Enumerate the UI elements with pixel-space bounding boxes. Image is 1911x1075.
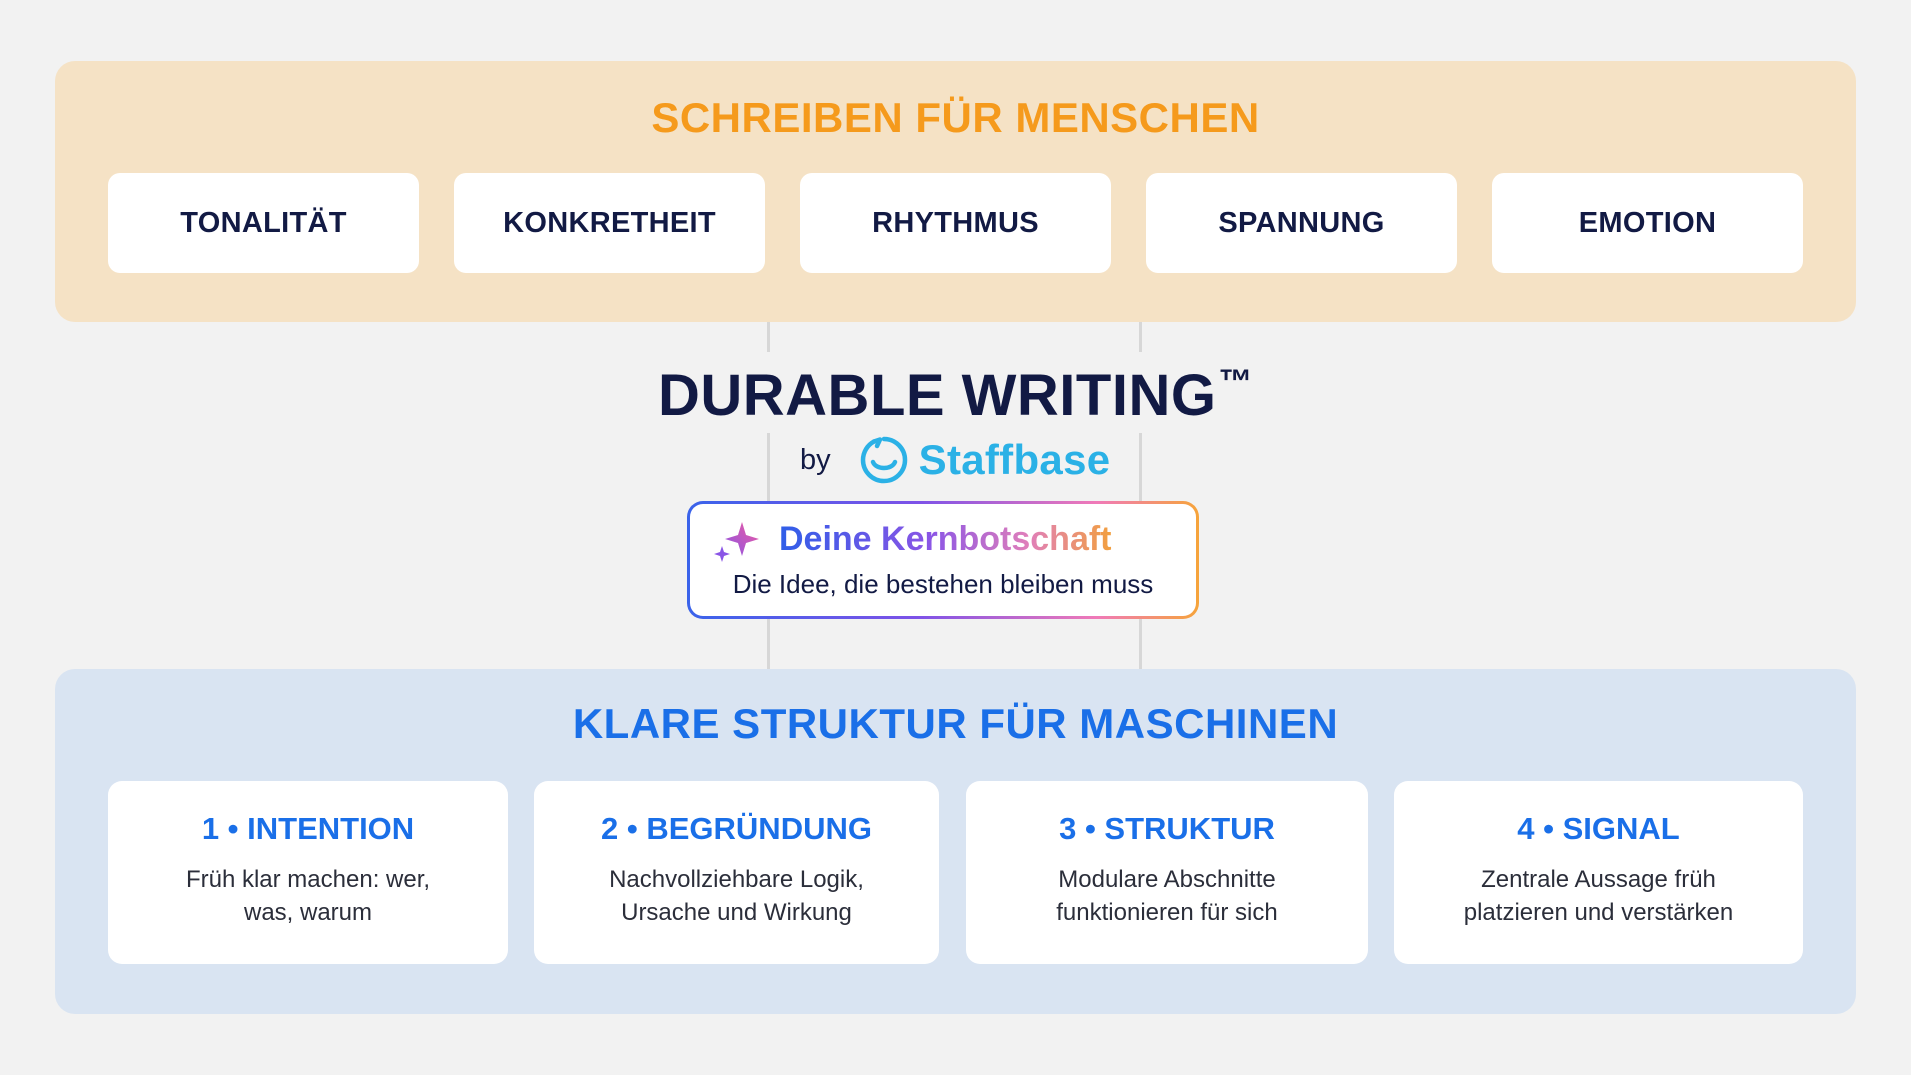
card-description: Zentrale Aussage früh platzieren und ver… [1404,863,1793,929]
core-message-inner: Deine Kernbotschaft Die Idee, die besteh… [690,504,1196,616]
card-text-line: platzieren und verstärken [1463,899,1734,926]
chip-tension: SPANNUNG [1146,173,1457,273]
card-text-line: Modulare Abschnitte [1058,866,1276,893]
chip-emotion: EMOTION [1492,173,1803,273]
connector-line-left-lower [767,619,770,669]
card-text-line: funktionieren für sich [1056,899,1278,926]
card-text-line: Früh klar machen: wer, [185,866,431,893]
chip-rhythm: RHYTHMUS [800,173,1111,273]
machine-structure-panel: KLARE STRUKTUR FÜR MASCHINEN 1 • INTENTI… [55,669,1856,1014]
connector-line-left-upper [767,322,770,352]
chip-label: EMOTION [1578,206,1717,239]
staffbase-smile-logo-icon [860,436,907,484]
card-description: Früh klar machen: wer, was, warum [118,863,498,929]
brand-byline: by Staffbase [800,432,1110,488]
machine-structure-title: KLARE STRUKTUR FÜR MASCHINEN [572,700,1339,747]
card-description: Nachvollziehbare Logik, Ursache und Wirk… [544,863,929,929]
card-text-line: Nachvollziehbare Logik, [609,866,864,893]
card-signal: 4 • SIGNAL Zentrale Aussage früh platzie… [1394,781,1803,964]
chip-tonality: TONALITÄT [108,173,419,273]
card-text-line: Zentrale Aussage früh [1481,866,1716,893]
card-reasoning: 2 • BEGRÜNDUNG Nachvollziehbare Logik, U… [534,781,939,964]
card-text-line: Ursache und Wirkung [621,899,852,926]
card-structure: 3 • STRUKTUR Modulare Abschnitte funktio… [966,781,1368,964]
card-description: Modulare Abschnitte funktionieren für si… [976,863,1358,929]
brand-name: Staffbase [918,436,1111,483]
durable-writing-title: DURABLE WRITING™ [0,362,1911,429]
card-title: 4 • SIGNAL [1517,811,1680,846]
chip-concreteness: KONKRETHEIT [454,173,765,273]
connector-line-right-middle [1139,433,1142,501]
chip-label: RHYTHMUS [872,206,1039,239]
card-title: 1 • INTENTION [201,811,415,846]
connector-line-right-upper [1139,322,1142,352]
chip-label: SPANNUNG [1218,206,1385,239]
core-message-box: Deine Kernbotschaft Die Idee, die besteh… [687,501,1199,619]
card-title: 3 • STRUKTUR [1059,811,1275,846]
connector-line-right-lower [1139,619,1142,669]
card-title: 2 • BEGRÜNDUNG [601,811,872,846]
trademark-symbol: ™ [1218,363,1253,401]
human-writing-title: SCHREIBEN FÜR MENSCHEN [651,94,1260,141]
connector-line-left-middle [767,433,770,501]
sparkle-icon [714,522,759,562]
core-message-title: Deine Kernbotschaft [779,520,1112,558]
durable-writing-title-text: DURABLE WRITING [658,363,1217,428]
human-writing-panel: SCHREIBEN FÜR MENSCHEN TONALITÄT KONKRET… [55,61,1856,322]
by-text: by [800,443,831,476]
chip-label: TONALITÄT [180,206,347,239]
card-text-line: was, warum [243,899,373,926]
card-intention: 1 • INTENTION Früh klar machen: wer, was… [108,781,508,964]
core-message-subtitle: Die Idee, die bestehen bleiben muss [732,569,1154,599]
chip-label: KONKRETHEIT [503,206,716,239]
